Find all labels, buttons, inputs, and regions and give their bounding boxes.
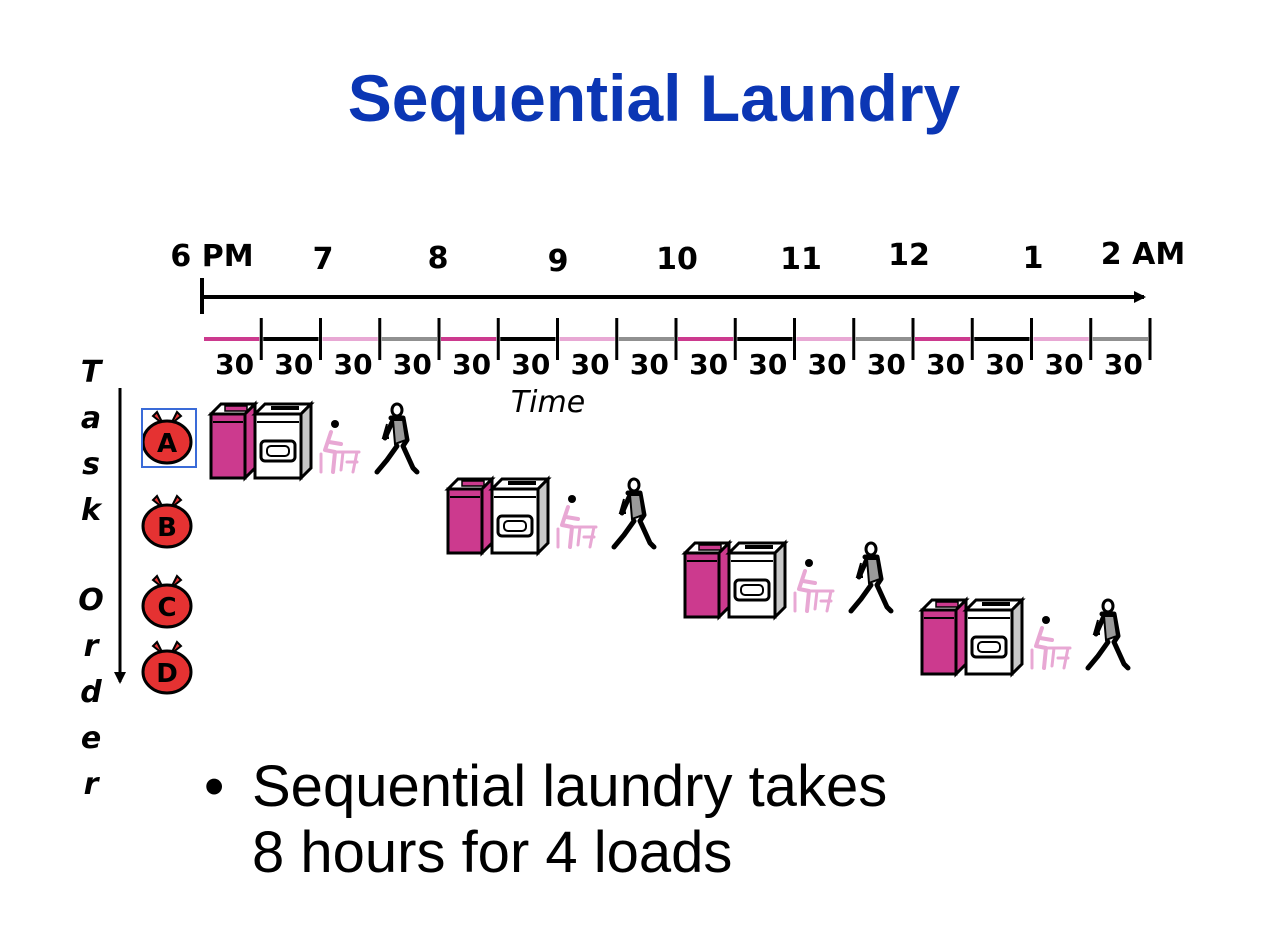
bag-letter: C [157,593,176,623]
folder-person-icon [1030,616,1072,670]
hour-label: 12 [888,238,930,273]
segment-label: 30 [274,348,313,381]
walking-person-icon [1085,598,1131,671]
washer-icon [918,596,970,678]
bullet-marker: • [204,754,225,819]
task-order-letter: r [84,767,101,802]
hour-label: 11 [780,242,822,277]
load-stage-group-a [207,400,420,482]
hour-label: 7 [313,242,334,277]
dryer-icon [488,475,552,557]
hour-label: 8 [428,241,449,276]
segment-label: 30 [808,348,847,381]
segment-label: 30 [215,348,254,381]
task-order-letter: a [81,401,101,436]
laundry-bag-b[interactable]: B [141,494,193,549]
segment-label: 30 [985,348,1024,381]
task-order-letter: T [81,355,104,390]
hour-label: 1 [1023,241,1044,276]
folder-person-icon [556,495,598,549]
segment-label: 30 [511,348,550,381]
bullet-text-line-2: 8 hours for 4 loads [252,820,733,885]
bag-letter: D [156,659,178,689]
segment-label: 30 [630,348,669,381]
walking-person-icon [374,402,420,475]
dryer-icon [251,400,315,482]
bag-letter: B [157,513,177,543]
load-bags: A B C D [141,408,197,695]
half-hour-segments: 30 30 30 30 30 30 30 30 30 30 30 30 30 30 30 30 [204,318,1152,381]
time-axis-label: Time [511,385,585,420]
hour-labels: 6 PM 7 8 9 10 11 12 1 2 AM [170,237,1185,279]
segment-label: 30 [1045,348,1084,381]
walking-person-icon [848,541,894,614]
segment-label: 30 [571,348,610,381]
load-stage-group-c [681,539,894,621]
segment-label: 30 [748,348,787,381]
walking-person-icon [611,477,657,550]
task-order-letter: k [81,493,103,528]
segment-label: 30 [1104,348,1143,381]
bag-icon [141,583,193,629]
folder-person-icon [319,420,361,474]
load-stages [207,400,1131,678]
task-order-letter: d [80,675,102,710]
bag-icon [141,503,193,549]
slide-title: Sequential Laundry [347,61,961,135]
laundry-bag-d[interactable]: D [141,640,193,695]
hour-label: 2 AM [1101,237,1185,272]
task-order-letter: O [78,583,104,618]
selection-box [141,408,197,468]
segment-label: 30 [926,348,965,381]
bullet-text-line-1: Sequential laundry takes [252,754,888,819]
task-order-letter: s [82,447,100,482]
bag-letter: A [157,429,177,459]
load-stage-group-d [918,596,1131,678]
hour-label: 10 [656,242,698,277]
task-order-letter: r [84,629,101,664]
washer-icon [444,475,496,557]
hour-label: 6 PM [170,239,253,274]
segment-label: 30 [393,348,432,381]
washer-icon [207,400,259,482]
dryer-icon [725,539,789,621]
hour-label: 9 [548,244,569,279]
segment-label: 30 [689,348,728,381]
laundry-bag-a[interactable]: A [141,408,197,468]
dryer-icon [962,596,1026,678]
task-order-letter: e [81,721,101,756]
segment-label: 30 [452,348,491,381]
segment-label: 30 [867,348,906,381]
bag-icon [141,649,193,695]
load-stage-group-b [444,475,657,557]
laundry-bag-c[interactable]: C [141,574,193,629]
folder-person-icon [793,559,835,613]
washer-icon [681,539,733,621]
segment-label: 30 [334,348,373,381]
